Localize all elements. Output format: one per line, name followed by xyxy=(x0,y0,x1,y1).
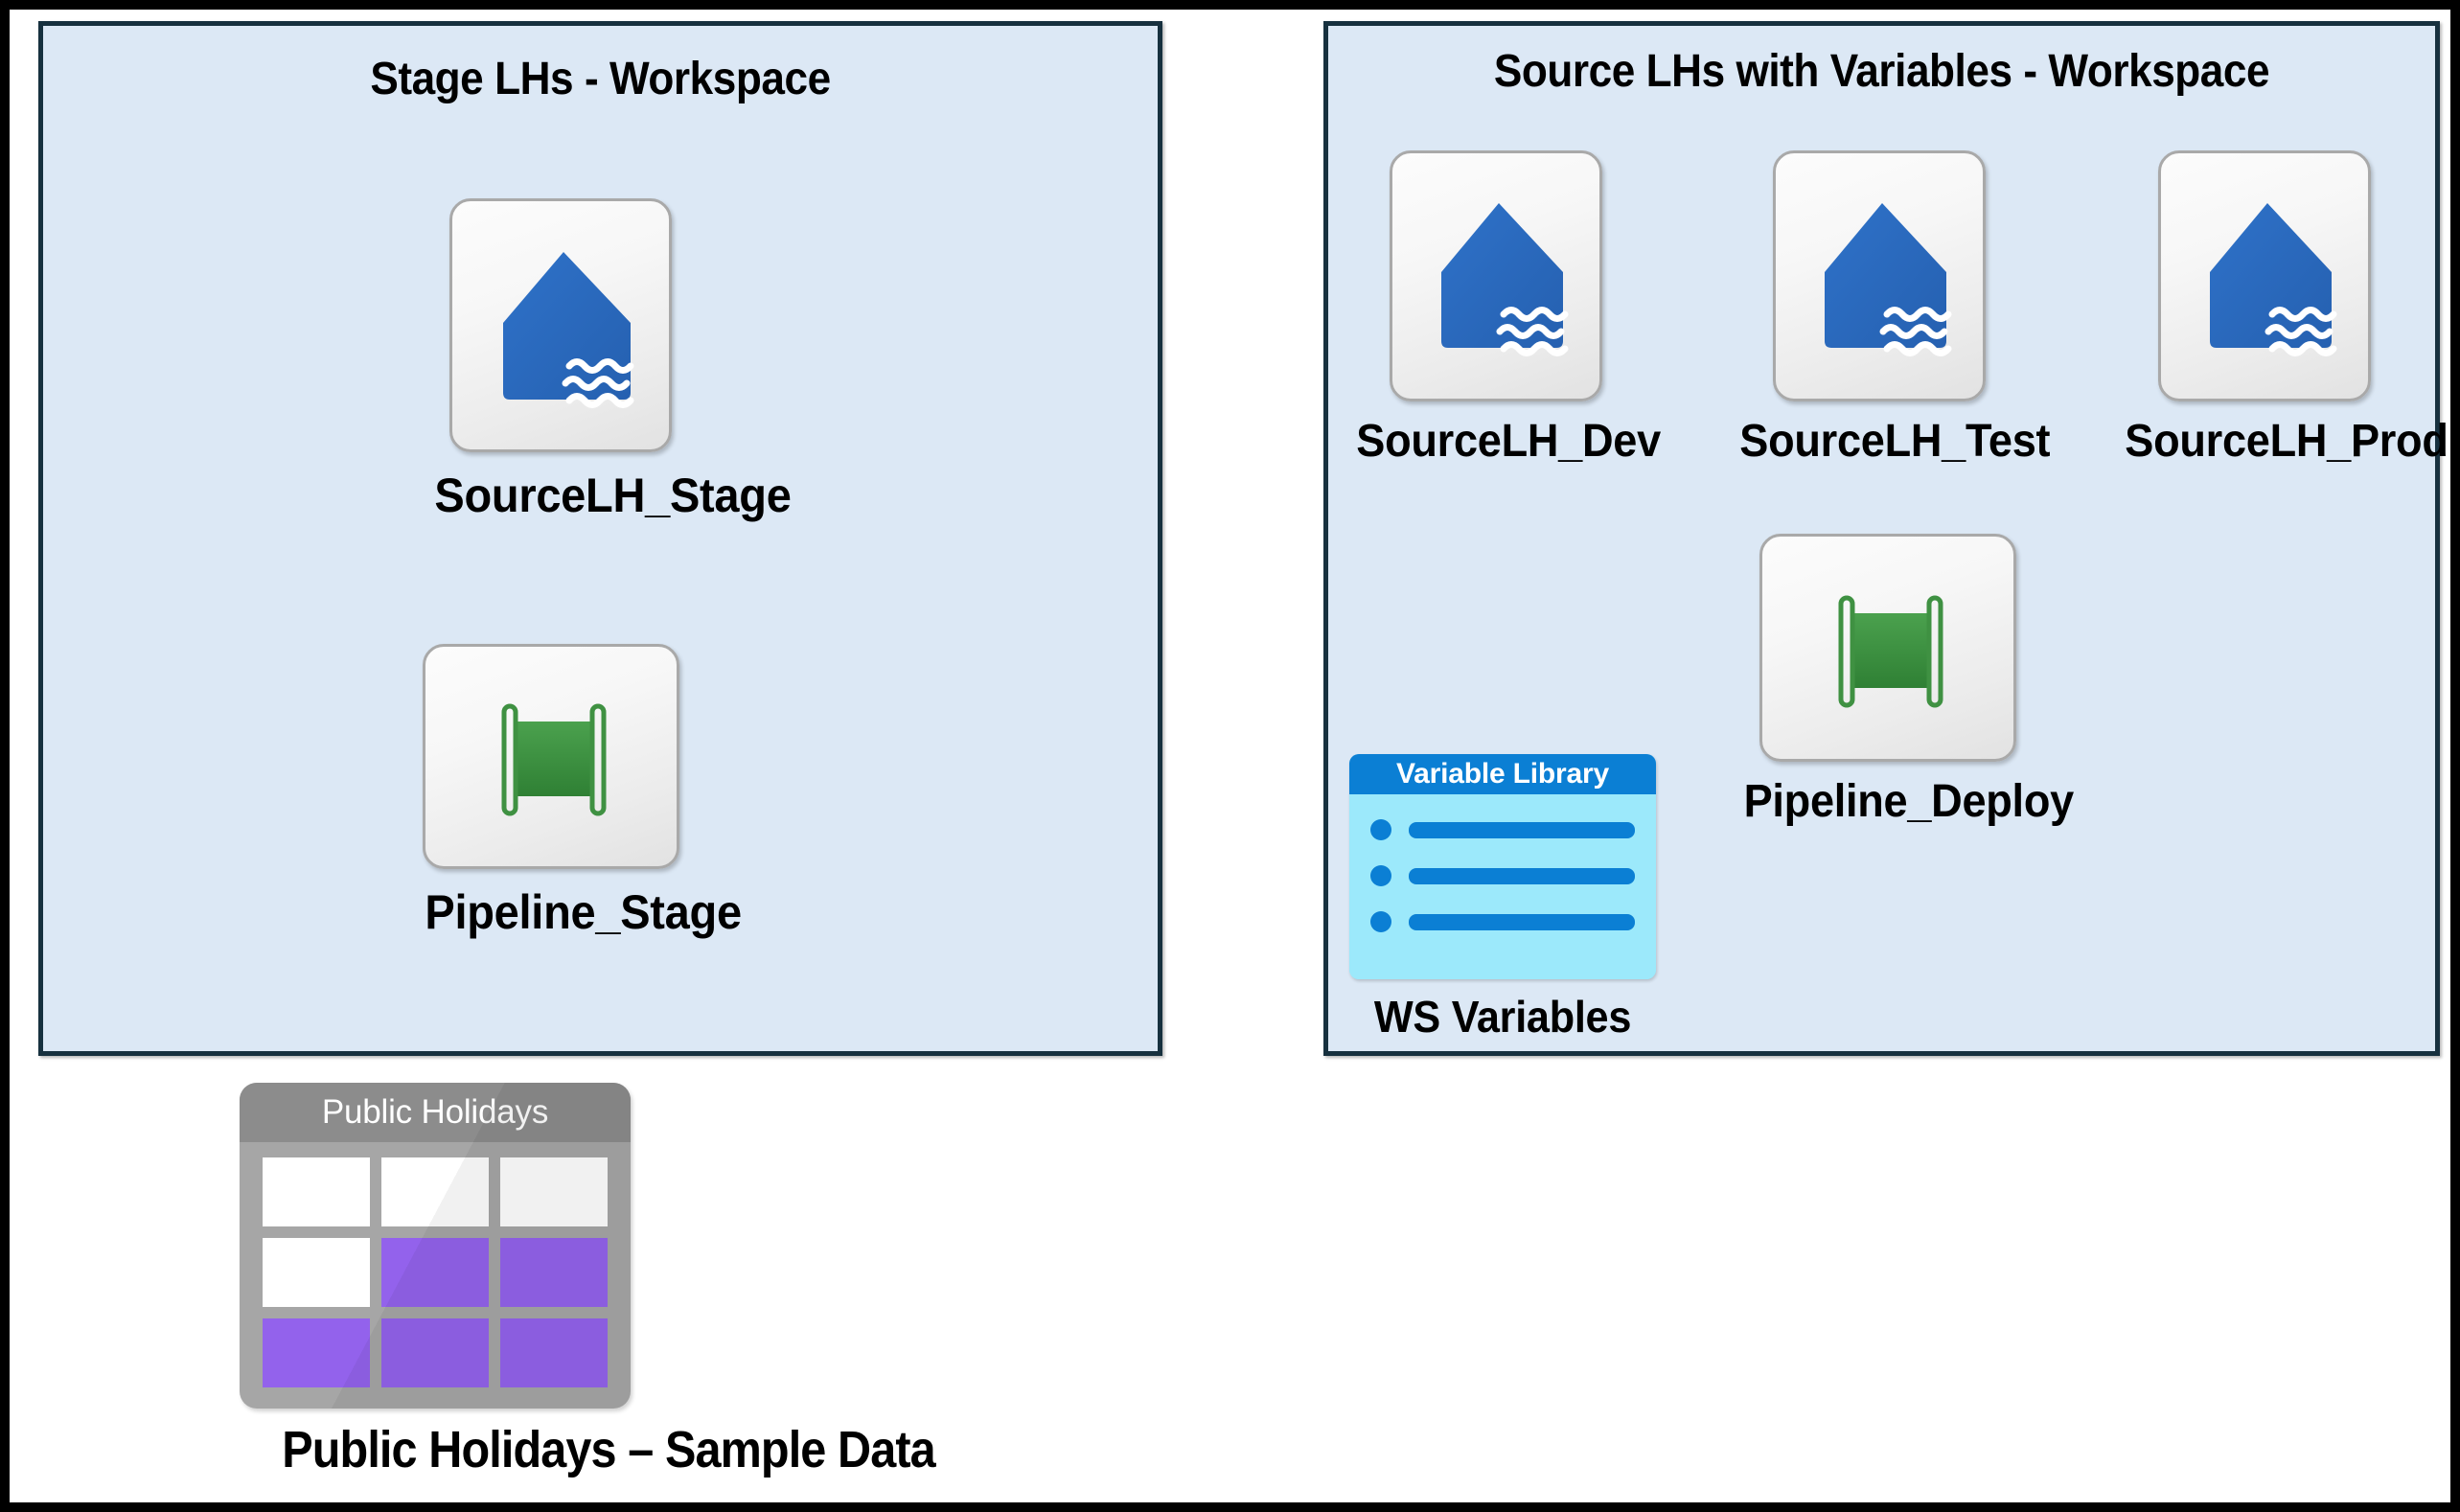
bullet-icon xyxy=(1370,819,1391,840)
table-card-grid xyxy=(240,1142,631,1409)
item-label: Pipeline_Deploy xyxy=(1743,776,2075,827)
panel-stage-workspace: Stage LHs - Workspace xyxy=(38,21,1162,1056)
pipeline-icon xyxy=(1838,595,1943,708)
item-label: SourceLH_Stage xyxy=(434,469,792,522)
item-sourcelh-prod[interactable]: SourceLH_Prod xyxy=(2116,150,2449,468)
lakehouse-icon xyxy=(1441,203,1569,356)
lakehouse-tile[interactable] xyxy=(1773,150,1986,401)
table-card-title: Public Holidays xyxy=(240,1083,631,1142)
value-bar xyxy=(1409,821,1635,838)
variable-library-card[interactable]: Variable Library xyxy=(1349,754,1656,979)
bullet-icon xyxy=(1370,865,1391,886)
value-bar xyxy=(1409,913,1635,930)
table-cell xyxy=(381,1238,489,1307)
variable-row xyxy=(1370,911,1635,932)
item-ws-variables[interactable]: Variable Library WS Varia xyxy=(1349,754,1656,1042)
pipeline-tile[interactable] xyxy=(423,644,679,869)
item-label: WS Variables xyxy=(1373,992,1632,1042)
item-label: Public Holidays – Sample Data xyxy=(282,1421,935,1478)
table-cell xyxy=(381,1318,489,1387)
lakehouse-icon xyxy=(1825,203,1952,356)
item-label: Pipeline_Stage xyxy=(425,885,742,939)
table-cell xyxy=(263,1157,370,1226)
lakehouse-tile[interactable] xyxy=(1390,150,1602,401)
table-card[interactable]: Public Holidays xyxy=(240,1083,631,1409)
variable-row xyxy=(1370,819,1635,840)
item-label: SourceLH_Prod xyxy=(2125,416,2449,467)
variable-row xyxy=(1370,865,1635,886)
pipeline-icon xyxy=(501,703,607,816)
panel-stage-title: Stage LHs - Workspace xyxy=(370,54,831,104)
table-cell xyxy=(500,1238,608,1307)
item-sourcelh-test[interactable]: SourceLH_Test xyxy=(1731,150,2051,468)
item-sourcelh-stage[interactable]: SourceLH_Stage xyxy=(426,198,792,523)
item-label: SourceLH_Test xyxy=(1739,416,2051,467)
value-bar xyxy=(1409,867,1635,884)
lakehouse-icon xyxy=(503,252,634,408)
table-cell xyxy=(381,1157,489,1226)
lakehouse-icon xyxy=(2210,203,2337,356)
lakehouse-tile[interactable] xyxy=(2158,150,2371,401)
panel-source-title: Source LHs with Variables - Workspace xyxy=(1493,46,2270,97)
table-cell xyxy=(500,1318,608,1387)
variable-library-rows xyxy=(1349,794,1656,979)
table-cell xyxy=(263,1318,370,1387)
item-label: SourceLH_Dev xyxy=(1356,416,1661,467)
bullet-icon xyxy=(1370,911,1391,932)
lakehouse-tile[interactable] xyxy=(449,198,672,452)
item-pipeline-deploy[interactable]: Pipeline_Deploy xyxy=(1735,534,2075,828)
item-sourcelh-dev[interactable]: SourceLH_Dev xyxy=(1347,150,1661,468)
panel-source-workspace: Source LHs with Variables - Workspace So… xyxy=(1323,21,2449,1056)
table-cell xyxy=(500,1157,608,1226)
variable-library-title: Variable Library xyxy=(1349,754,1656,794)
item-pipeline-stage[interactable]: Pipeline_Stage xyxy=(417,644,742,940)
pipeline-tile[interactable] xyxy=(1759,534,2016,762)
item-public-holidays-sample-data[interactable]: Public Holidays Public Holidays – Sample… xyxy=(240,1083,977,1479)
table-cell xyxy=(263,1238,370,1307)
